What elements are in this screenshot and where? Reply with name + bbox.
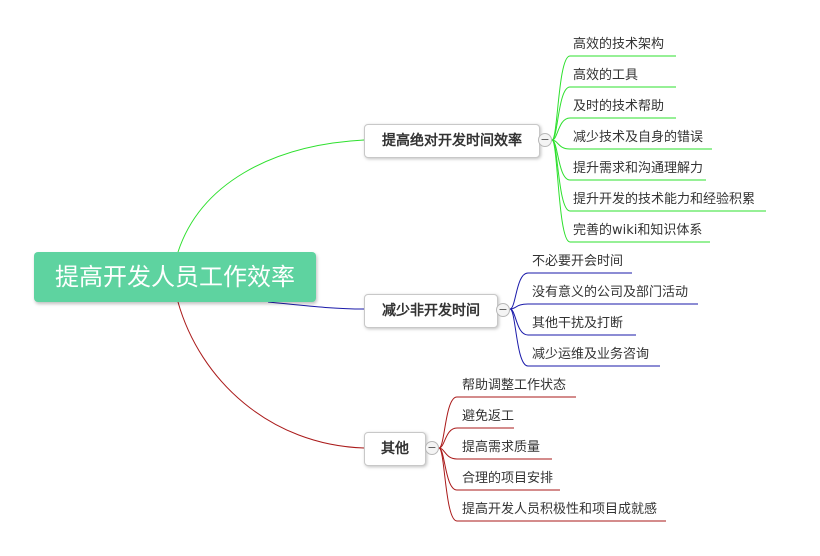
collapse-toggle[interactable]: − — [538, 133, 552, 147]
branch-topic-others[interactable]: 其他 — [364, 432, 426, 466]
leaf-topic[interactable]: 完善的wiki和知识体系 — [573, 223, 703, 238]
leaf-topic[interactable]: 高效的工具 — [573, 68, 639, 83]
leaf-topic[interactable]: 减少技术及自身的错误 — [573, 130, 704, 145]
leaf-topic[interactable]: 帮助调整工作状态 — [462, 378, 567, 393]
leaf-topic[interactable]: 提升开发的技术能力和经验积累 — [573, 192, 756, 207]
branch-to-leaf-connector — [551, 117, 676, 141]
collapse-toggle[interactable]: − — [425, 441, 439, 455]
leaf-topic[interactable]: 高效的技术架构 — [573, 37, 665, 52]
branch-to-leaf-connector — [509, 272, 632, 310]
branch-to-leaf-connector — [438, 396, 576, 449]
branch-topic-reduce-non-dev-time[interactable]: 减少非开发时间 — [364, 294, 498, 328]
leaf-topic[interactable]: 没有意义的公司及部门活动 — [532, 285, 689, 300]
leaf-topic[interactable]: 提高开发人员积极性和项目成就感 — [462, 502, 658, 517]
branch-to-leaf-connector — [509, 303, 698, 310]
leaf-topic[interactable]: 提高需求质量 — [462, 440, 541, 455]
leaf-topic[interactable]: 其他干扰及打断 — [532, 316, 624, 331]
leaf-topic[interactable]: 合理的项目安排 — [462, 471, 554, 486]
root-topic[interactable]: 提高开发人员工作效率 — [34, 252, 316, 302]
branch-to-leaf-connector — [438, 447, 552, 460]
branch-to-leaf-connector — [438, 427, 514, 449]
root-to-branch-connector — [267, 301, 365, 310]
leaf-topic[interactable]: 及时的技术帮助 — [573, 99, 665, 114]
branch-topic-absolute-dev-efficiency[interactable]: 提高绝对开发时间效率 — [364, 124, 540, 158]
branch-to-leaf-connector — [551, 139, 712, 150]
branch-to-leaf-connector — [438, 447, 666, 522]
branch-to-leaf-connector — [551, 139, 710, 243]
leaf-topic[interactable]: 提升需求和沟通理解力 — [573, 161, 704, 176]
collapse-toggle[interactable]: − — [496, 303, 510, 317]
leaf-topic[interactable]: 不必要开会时间 — [532, 254, 624, 269]
root-to-branch-connector — [177, 139, 365, 253]
branch-to-leaf-connector — [551, 86, 676, 141]
leaf-topic[interactable]: 避免返工 — [462, 409, 515, 424]
leaf-topic[interactable]: 减少运维及业务咨询 — [532, 347, 650, 362]
root-to-branch-connector — [177, 301, 365, 449]
branch-to-leaf-connector — [509, 308, 660, 367]
